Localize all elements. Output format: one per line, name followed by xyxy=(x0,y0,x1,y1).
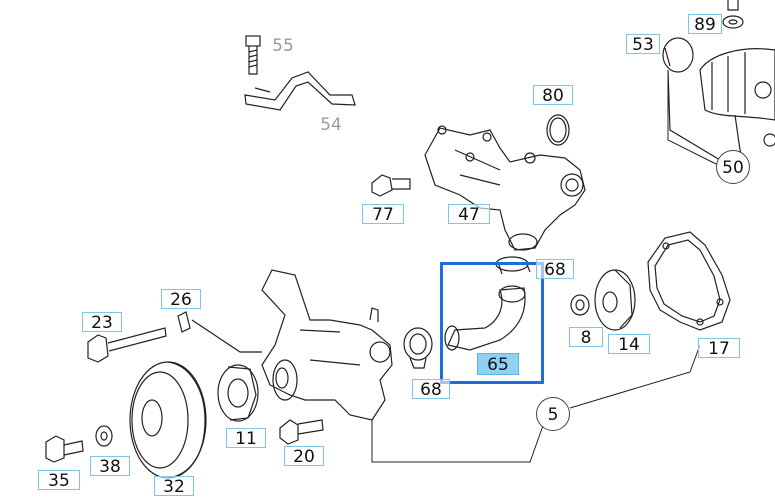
bolt-part-35 xyxy=(45,435,84,463)
washer-part-8 xyxy=(570,294,590,316)
bolt-part-77 xyxy=(371,174,411,197)
clamp-part-68-lower xyxy=(403,327,433,369)
callout-17[interactable]: 17 xyxy=(698,338,740,359)
callout-89[interactable]: 89 xyxy=(688,14,722,35)
callout-50[interactable]: 50 xyxy=(716,150,750,184)
callout-5[interactable]: 5 xyxy=(536,397,570,431)
callout-20[interactable]: 20 xyxy=(284,446,324,467)
callout-47[interactable]: 47 xyxy=(448,204,490,225)
bolt-part-20 xyxy=(279,419,324,445)
callout-23[interactable]: 23 xyxy=(82,312,122,333)
callout-55[interactable]: 55 xyxy=(272,36,294,56)
callout-77[interactable]: 77 xyxy=(362,204,404,225)
callout-26[interactable]: 26 xyxy=(161,289,201,310)
callout-32[interactable]: 32 xyxy=(154,476,194,497)
callout-35[interactable]: 35 xyxy=(38,470,80,491)
hose-part-65 xyxy=(444,285,526,351)
callout-14[interactable]: 14 xyxy=(608,334,650,355)
gasket-part-17 xyxy=(647,231,731,331)
callout-8[interactable]: 8 xyxy=(569,327,603,348)
callout-65[interactable]: 65 xyxy=(477,353,519,375)
clip-part-26 xyxy=(177,311,262,353)
callout-80[interactable]: 80 xyxy=(533,85,573,106)
callout-11[interactable]: 11 xyxy=(226,428,266,449)
washer-part-38 xyxy=(95,425,113,447)
impeller-part-14 xyxy=(594,269,636,331)
coolant-pipe-part-50 xyxy=(667,48,775,166)
callout-53[interactable]: 53 xyxy=(626,34,660,55)
plug-part-53 xyxy=(662,37,694,73)
callout-38[interactable]: 38 xyxy=(90,456,130,477)
callout-68-upper[interactable]: 68 xyxy=(536,259,574,280)
callout-54[interactable]: 54 xyxy=(320,115,342,135)
washer-part-89 xyxy=(722,0,744,29)
water-pump-part-5 xyxy=(261,269,393,421)
pulley-hub-part-11 xyxy=(217,364,259,422)
leader-lines xyxy=(371,70,719,463)
belt-pulley-part-32 xyxy=(129,361,207,479)
bracket-part-54 xyxy=(244,71,356,111)
callout-68-lower[interactable]: 68 xyxy=(412,379,450,400)
bolt-part-55 xyxy=(245,35,261,75)
bolt-part-23 xyxy=(87,327,167,363)
seal-ring-part-80 xyxy=(546,114,570,146)
selection-box-part-65 xyxy=(440,262,544,384)
